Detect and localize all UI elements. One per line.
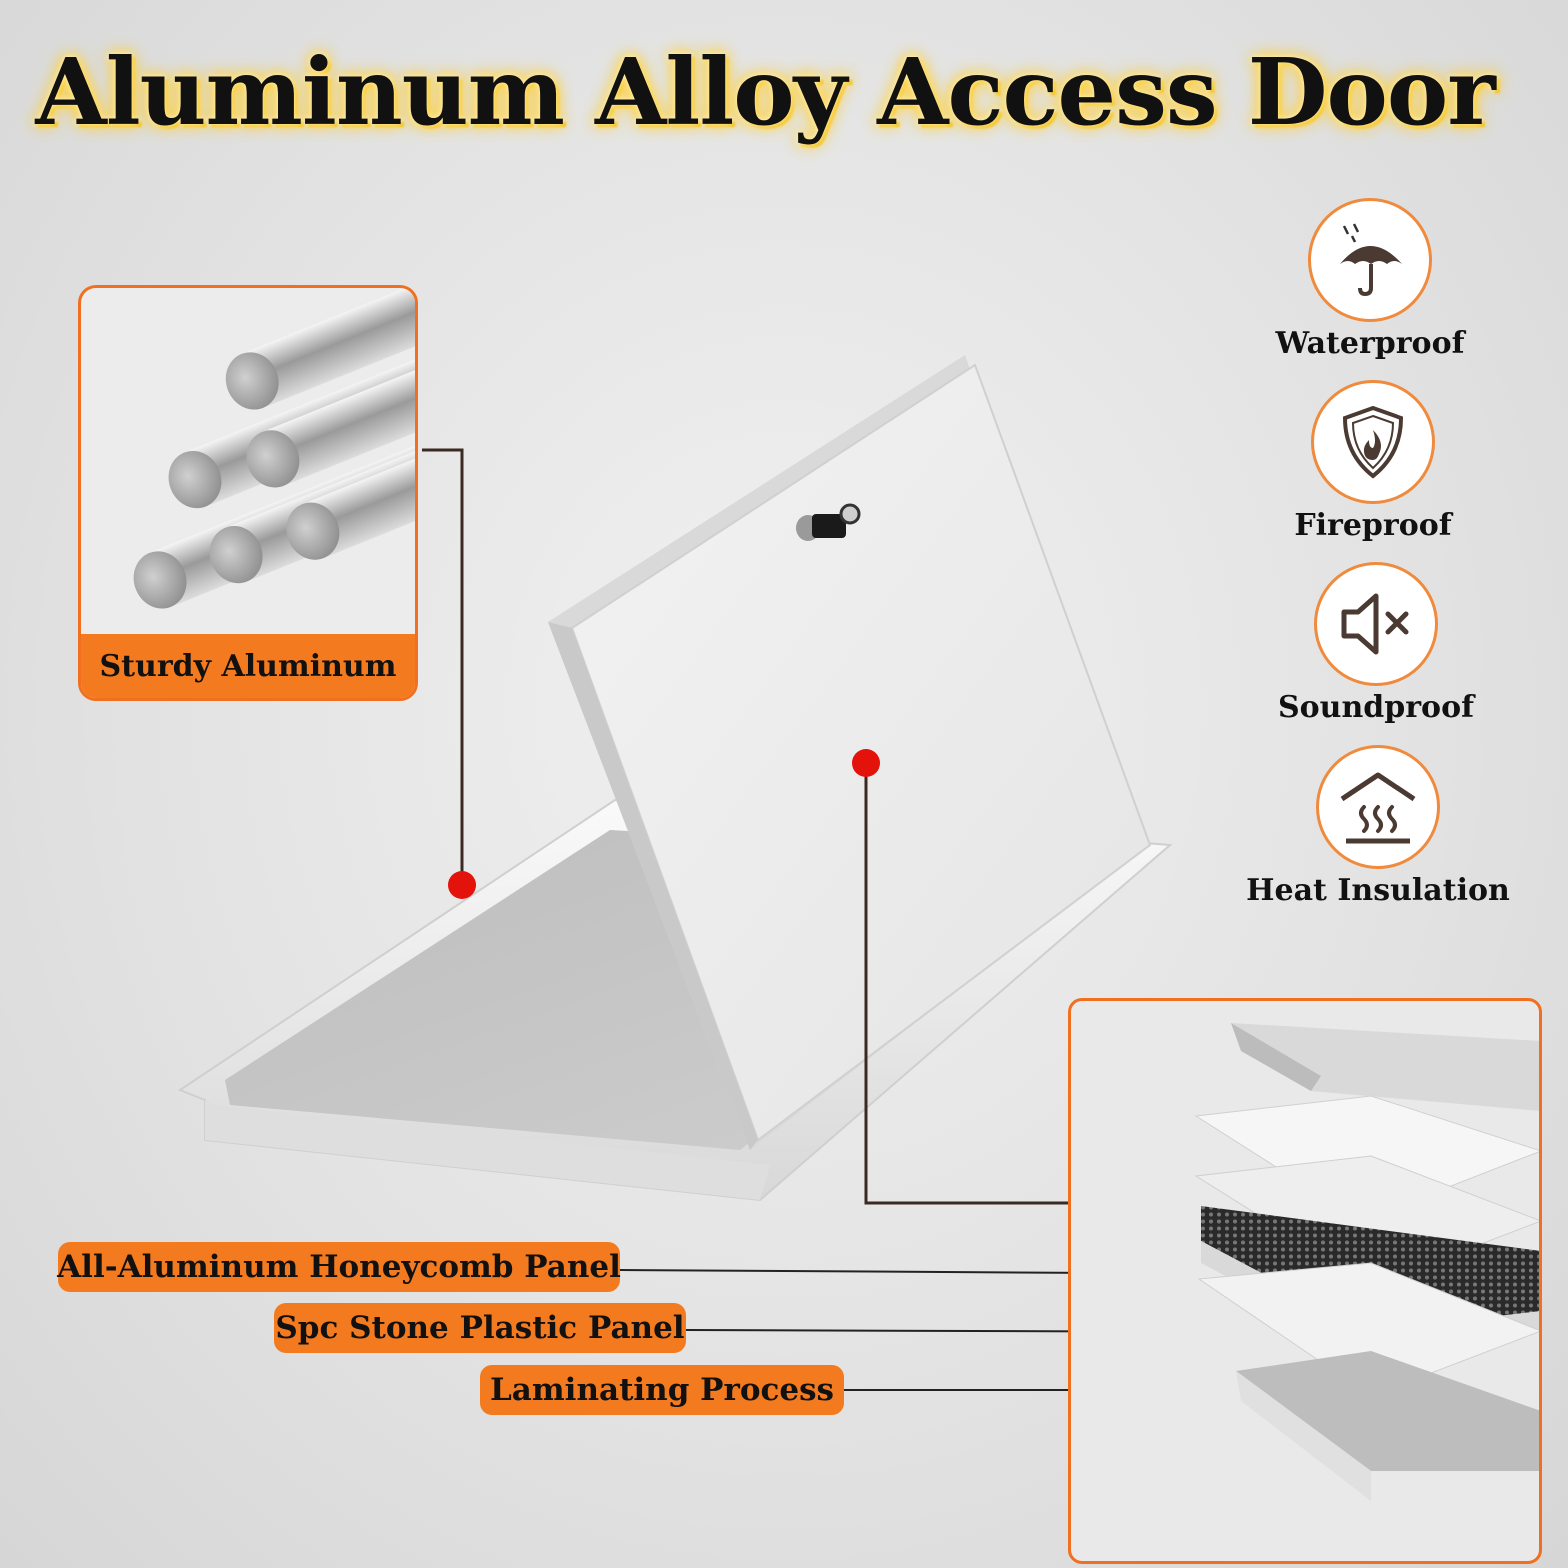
marker-dot-frame	[448, 871, 476, 899]
door-lock-icon	[796, 503, 861, 541]
shield-flame-icon	[1311, 380, 1435, 504]
speaker-mute-icon	[1314, 562, 1438, 686]
feature-label: Waterproof	[1275, 326, 1465, 361]
feature-waterproof: Waterproof	[1230, 198, 1510, 361]
leader-line-frame	[422, 448, 464, 885]
material-card-label: Sturdy Aluminum	[81, 634, 415, 698]
feature-label: Soundproof	[1278, 690, 1474, 725]
feature-label: Heat Insulation	[1246, 873, 1510, 908]
feature-soundproof: Soundproof	[1236, 562, 1516, 725]
feature-fireproof: Fireproof	[1233, 380, 1513, 543]
feature-heat-insulation: Heat Insulation	[1238, 745, 1518, 908]
marker-dot-panel	[852, 749, 880, 777]
aluminum-rods-image	[133, 288, 415, 609]
layer-label-laminating: Laminating Process	[480, 1365, 844, 1415]
house-heat-icon	[1316, 745, 1440, 869]
layer-label-honeycomb: All-Aluminum Honeycomb Panel	[57, 1242, 621, 1292]
leader-line-panel	[864, 762, 1100, 1205]
page-title: Aluminum Alloy Access Door	[35, 38, 1495, 146]
umbrella-rain-icon	[1308, 198, 1432, 322]
layer-label-spc: Spc Stone Plastic Panel	[274, 1303, 686, 1353]
layer-stack-image	[1194, 1023, 1539, 1501]
layer-structure-panel	[1068, 998, 1542, 1564]
feature-label: Fireproof	[1294, 508, 1452, 543]
material-card: Sturdy Aluminum	[78, 285, 418, 701]
